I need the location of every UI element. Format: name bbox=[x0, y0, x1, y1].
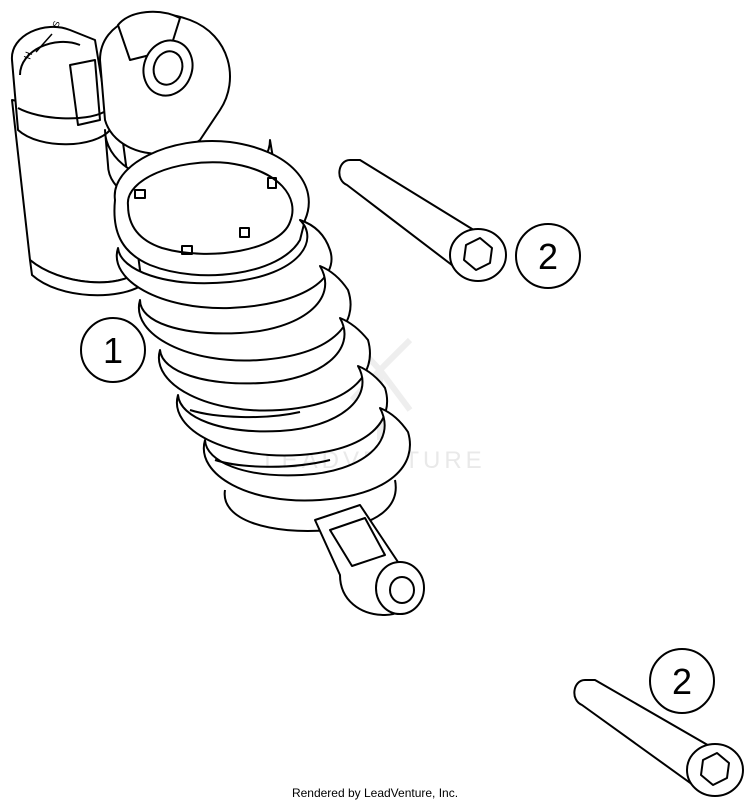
adjuster-marks: H S bbox=[22, 20, 61, 61]
bottom-mount bbox=[314, 504, 425, 616]
callout-2-upper-label: 2 bbox=[538, 236, 558, 277]
spring bbox=[115, 219, 411, 532]
watermark-logo bbox=[349, 337, 413, 440]
shock-absorber[interactable]: H S bbox=[10, 10, 425, 616]
footer-credit: Rendered by LeadVenture, Inc. bbox=[291, 786, 459, 800]
callout-2-lower-label: 2 bbox=[672, 661, 692, 702]
callout-1-label: 1 bbox=[103, 330, 123, 371]
adjuster-h-mark: H bbox=[22, 50, 35, 61]
bolt-upper[interactable] bbox=[338, 159, 507, 282]
adjuster-s-mark: S bbox=[50, 20, 61, 29]
top-mount bbox=[99, 10, 231, 155]
callout-2-lower[interactable]: 2 bbox=[649, 648, 715, 714]
preload-collar bbox=[113, 140, 310, 277]
bolt-lower[interactable] bbox=[573, 679, 744, 797]
callout-2-upper[interactable]: 2 bbox=[515, 223, 581, 289]
callout-1[interactable]: 1 bbox=[80, 317, 146, 383]
